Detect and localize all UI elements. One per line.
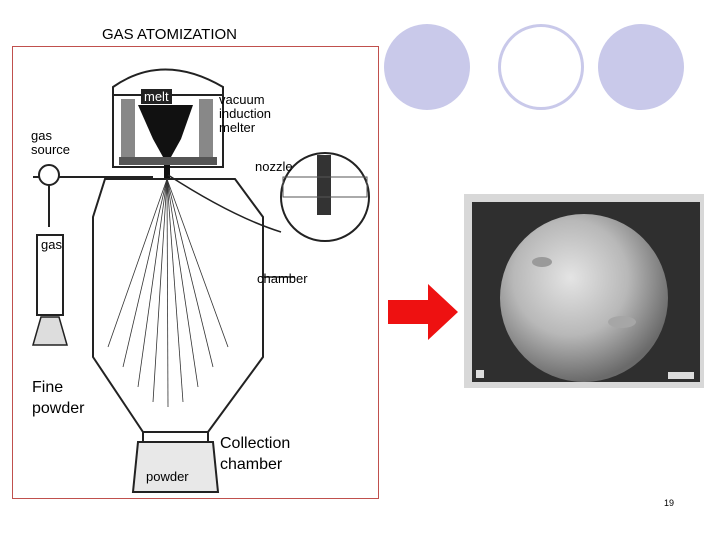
gas-atomization-diagram: melt vacuum induction melter gas source … xyxy=(12,46,379,499)
melter-base xyxy=(119,157,217,165)
melt-stream xyxy=(164,165,170,179)
label-vacuum-induction-melter: vacuum induction melter xyxy=(219,92,272,135)
powder-particle-micrograph xyxy=(464,194,704,388)
decor-circle-3 xyxy=(598,24,684,110)
gas-valve xyxy=(38,164,60,186)
page-number: 19 xyxy=(664,498,675,508)
fine-powder-bin xyxy=(32,316,68,346)
right-arrow-icon xyxy=(388,284,458,340)
label-gas-source: gas source xyxy=(31,128,71,157)
nozzle-housing xyxy=(282,176,368,198)
diagram-illustration xyxy=(32,68,370,493)
collection-neck xyxy=(142,431,209,443)
collection-bin xyxy=(131,441,220,493)
collection-chamber-annotation: Collection chamber xyxy=(220,435,291,473)
coil-right xyxy=(199,99,213,161)
melter-dome xyxy=(112,68,224,96)
fine-powder-annotation: Fine powder xyxy=(32,379,85,417)
label-gas: gas xyxy=(41,237,62,252)
spray-cone xyxy=(107,178,229,408)
decor-circle-1 xyxy=(384,24,470,110)
coil-left xyxy=(121,99,135,161)
slide-title: GAS ATOMIZATION xyxy=(102,26,238,43)
label-nozzle: nozzle xyxy=(255,159,293,174)
label-chamber: chamber xyxy=(257,271,308,286)
label-powder: powder xyxy=(146,469,189,484)
label-melt: melt xyxy=(141,89,172,104)
decor-circle-2 xyxy=(498,24,584,110)
atomization-chamber xyxy=(92,178,264,433)
nozzle-core xyxy=(317,155,331,215)
sphere-image xyxy=(476,214,694,382)
gas-cylinder xyxy=(36,234,64,316)
crucible-melt xyxy=(138,105,193,157)
nozzle-leader xyxy=(167,174,282,233)
